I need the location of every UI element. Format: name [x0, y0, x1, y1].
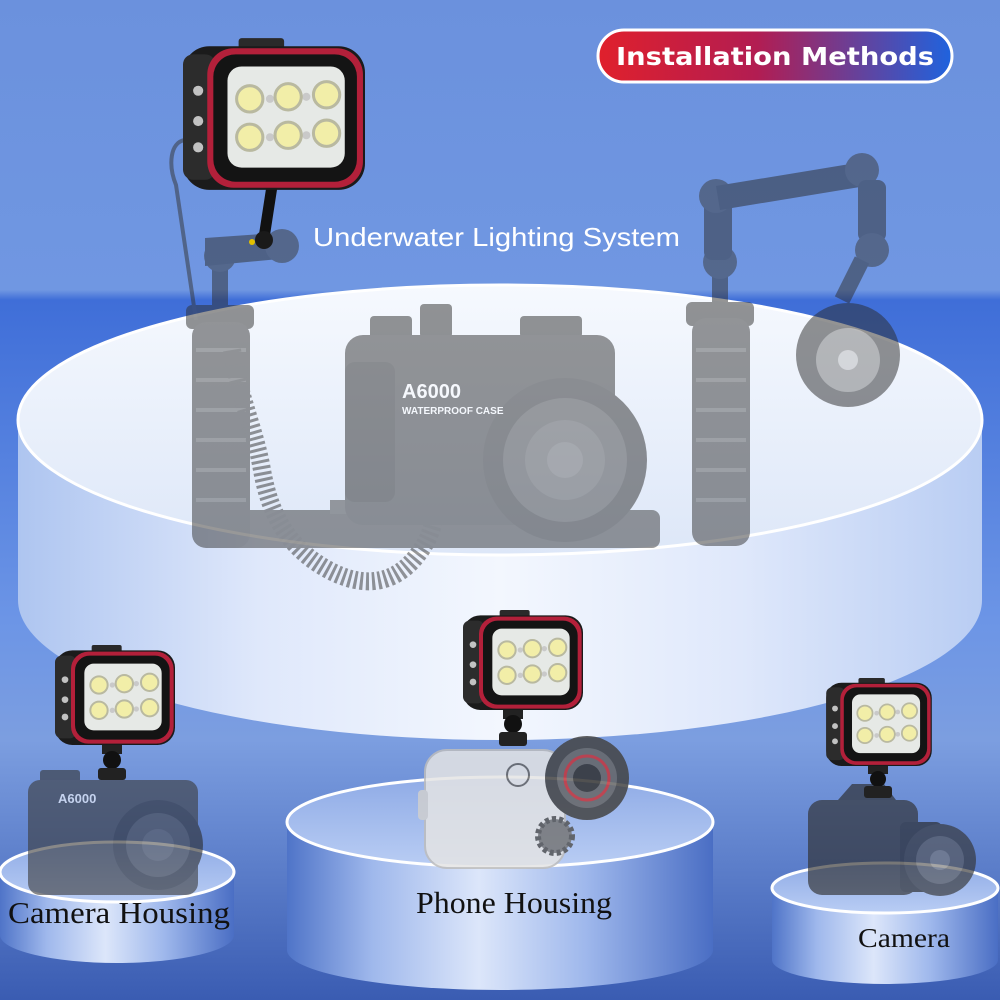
main-camera-housing: A6000 WATERPROOF CASE	[345, 304, 647, 542]
phone-led-light-icon	[461, 610, 585, 710]
light-stem	[258, 180, 278, 244]
installation-methods-badge: Installation Methods	[596, 28, 954, 84]
headline: Underwater Lighting System	[313, 222, 680, 252]
flashlight-icon	[796, 303, 900, 407]
dual-handle-rig: A6000 WATERPROOF CASE	[169, 138, 900, 591]
camera-led-light-icon	[825, 678, 933, 766]
left-handle	[186, 305, 254, 548]
badge-label: Installation Methods	[616, 42, 934, 71]
housing-caption-text: WATERPROOF CASE	[402, 406, 504, 417]
method-label-camera: Camera	[858, 923, 950, 953]
coiled-sync-cable	[223, 348, 449, 591]
housing-led-light-icon	[53, 645, 177, 745]
method-label-camera-housing: Camera Housing	[8, 895, 230, 930]
main-led-light-icon	[183, 38, 365, 190]
housing-model-text: A6000	[402, 381, 461, 403]
phone-housing-icon	[418, 736, 629, 869]
right-handle	[686, 302, 754, 546]
method-label-phone-housing: Phone Housing	[416, 885, 612, 920]
dslr-camera-icon	[808, 784, 976, 896]
small-housing-model-text: A6000	[58, 791, 96, 806]
camera-housing-icon: A6000	[28, 770, 203, 895]
right-arm	[699, 153, 889, 306]
